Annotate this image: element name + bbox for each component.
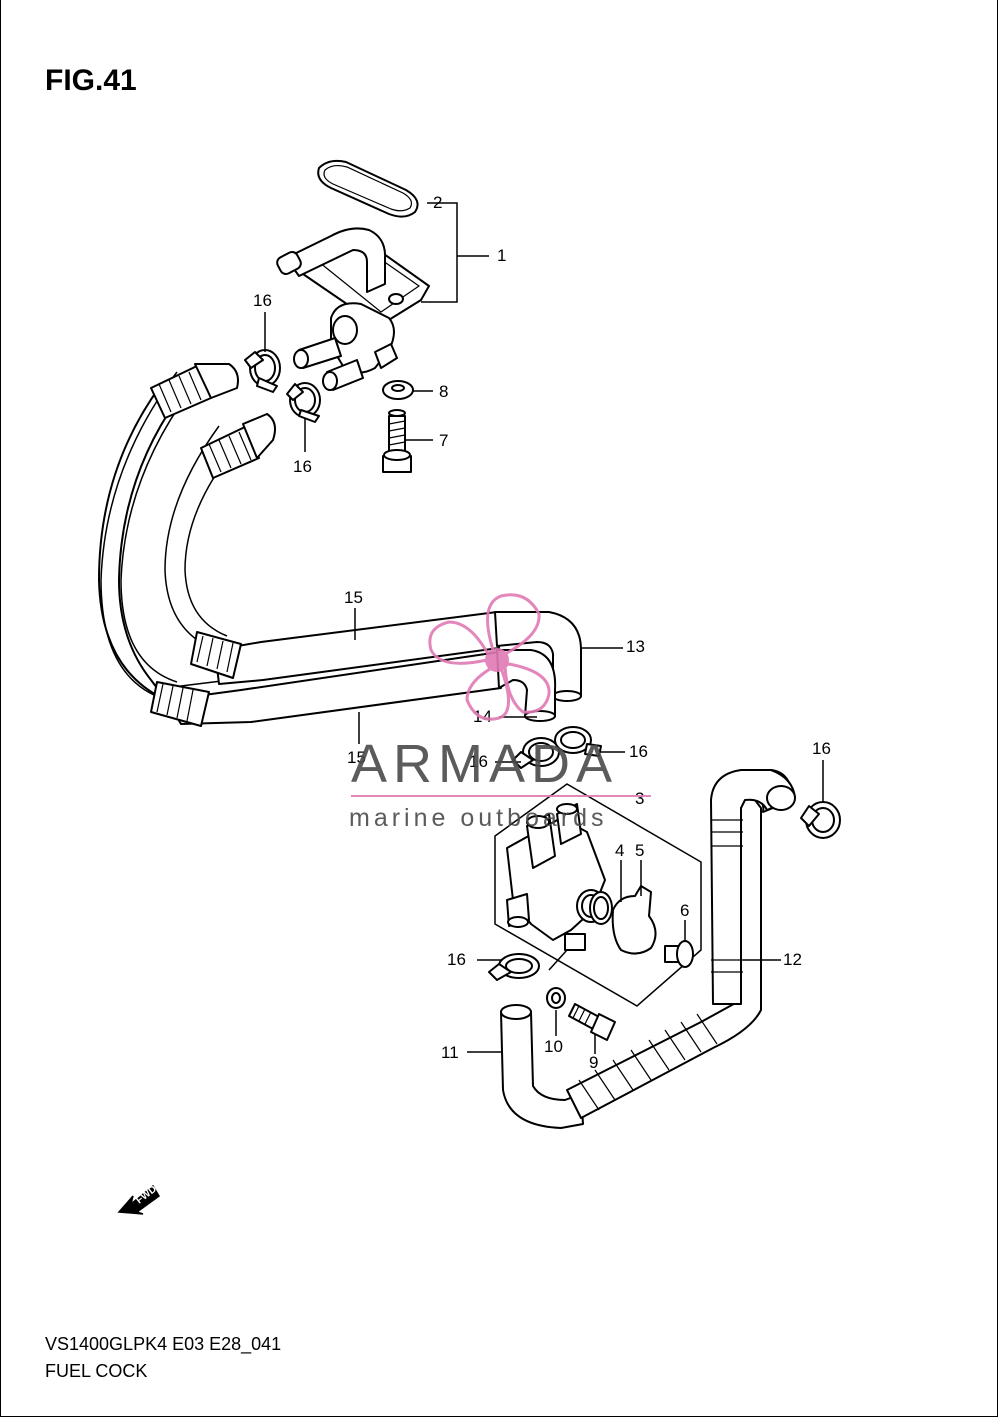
fuel-cock-assembly-upper: [276, 159, 430, 391]
callout-16-right: 16: [812, 739, 831, 758]
leader-lines: [264, 202, 824, 1054]
fwd-arrow-icon: FWD: [117, 1184, 160, 1215]
watermark-brand: ARMADA: [351, 734, 618, 794]
callout-8: 8: [439, 382, 448, 401]
callout-11: 11: [441, 1043, 459, 1062]
watermark: ARMADA marine outboards: [349, 593, 651, 832]
clamp-16-upper-right: [286, 382, 321, 423]
clamp-16-lower: [488, 953, 540, 981]
callout-1: 1: [497, 246, 506, 265]
hose-ribbed-joints-lower: [150, 631, 242, 727]
callouts: 2 1 16 8 7 16 15 13 14 15 16 16 16 3 4 5…: [253, 193, 831, 1072]
figure-title: FIG.41: [45, 64, 137, 97]
oring-4: [589, 891, 613, 925]
lever-5: [611, 885, 657, 955]
hose-15-inner-ribbed-end: [200, 413, 276, 479]
clamp-16-upper-left: [244, 349, 281, 393]
fuel-cock-body-4: [506, 803, 606, 951]
washer-10: [546, 987, 566, 1009]
hose-12: [566, 769, 796, 1119]
screw-6: [664, 940, 694, 968]
section-name: FUEL COCK: [45, 1361, 147, 1381]
callout-6: 6: [680, 901, 689, 920]
callout-13: 13: [626, 637, 645, 656]
fuel-cock-kit-3-frame: [494, 783, 702, 1007]
hose-11: [500, 1004, 584, 1129]
callout-4: 4: [615, 841, 624, 860]
callout-5: 5: [635, 841, 644, 860]
hose-15-outer-ribbed-end: [150, 363, 239, 419]
callout-16-upper-left: 16: [253, 291, 272, 310]
callout-16-upper-right: 16: [293, 457, 312, 476]
model-code: VS1400GLPK4 E03 E28_041: [45, 1334, 281, 1355]
callout-2: 2: [433, 193, 442, 212]
washer-8: [382, 380, 414, 400]
bolt-7: [382, 409, 412, 473]
propeller-logo-icon: [428, 593, 551, 721]
callout-9: 9: [589, 1053, 598, 1072]
hose-15-inner: [164, 425, 500, 685]
callout-3: 3: [635, 789, 644, 808]
callout-16-lower: 16: [447, 950, 466, 969]
callout-16-mid-right: 16: [629, 742, 648, 761]
clamp-16-mid-right: [554, 726, 602, 757]
elbow-hose-13: [494, 611, 582, 702]
elbow-hose-14: [496, 649, 557, 722]
callout-10: 10: [544, 1037, 563, 1056]
clamp-16-right: [800, 801, 841, 839]
watermark-tagline: marine outboards: [349, 804, 608, 832]
callout-16-mid-left: 16: [469, 752, 488, 771]
callout-15-top: 15: [344, 588, 363, 607]
callout-12: 12: [783, 950, 802, 969]
clamp-16-mid-left: [512, 737, 560, 769]
callout-7: 7: [439, 431, 448, 450]
callout-15-bottom: 15: [347, 748, 366, 767]
bolt-9: [568, 1003, 616, 1041]
